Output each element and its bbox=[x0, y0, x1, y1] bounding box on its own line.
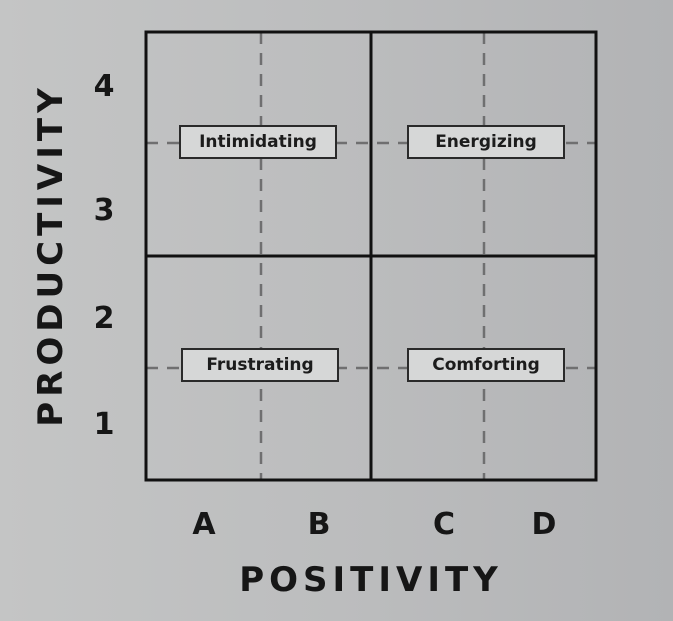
y-axis-title: PRODUCTIVITY bbox=[31, 83, 71, 427]
quadrant-label-frustrating: Frustrating bbox=[181, 348, 339, 382]
y-tick-4: 4 bbox=[93, 69, 115, 104]
x-tick-d: D bbox=[531, 507, 557, 542]
x-axis-title: POSITIVITY bbox=[239, 560, 503, 600]
x-tick-b: B bbox=[307, 507, 331, 542]
y-tick-3: 3 bbox=[93, 193, 115, 228]
quadrant-label-energizing: Energizing bbox=[407, 125, 565, 159]
y-tick-1: 1 bbox=[93, 407, 115, 442]
quadrant-label-intimidating: Intimidating bbox=[179, 125, 337, 159]
y-tick-2: 2 bbox=[93, 301, 115, 336]
quadrant-label-comforting: Comforting bbox=[407, 348, 565, 382]
x-tick-a: A bbox=[192, 507, 216, 542]
x-tick-c: C bbox=[432, 507, 456, 542]
